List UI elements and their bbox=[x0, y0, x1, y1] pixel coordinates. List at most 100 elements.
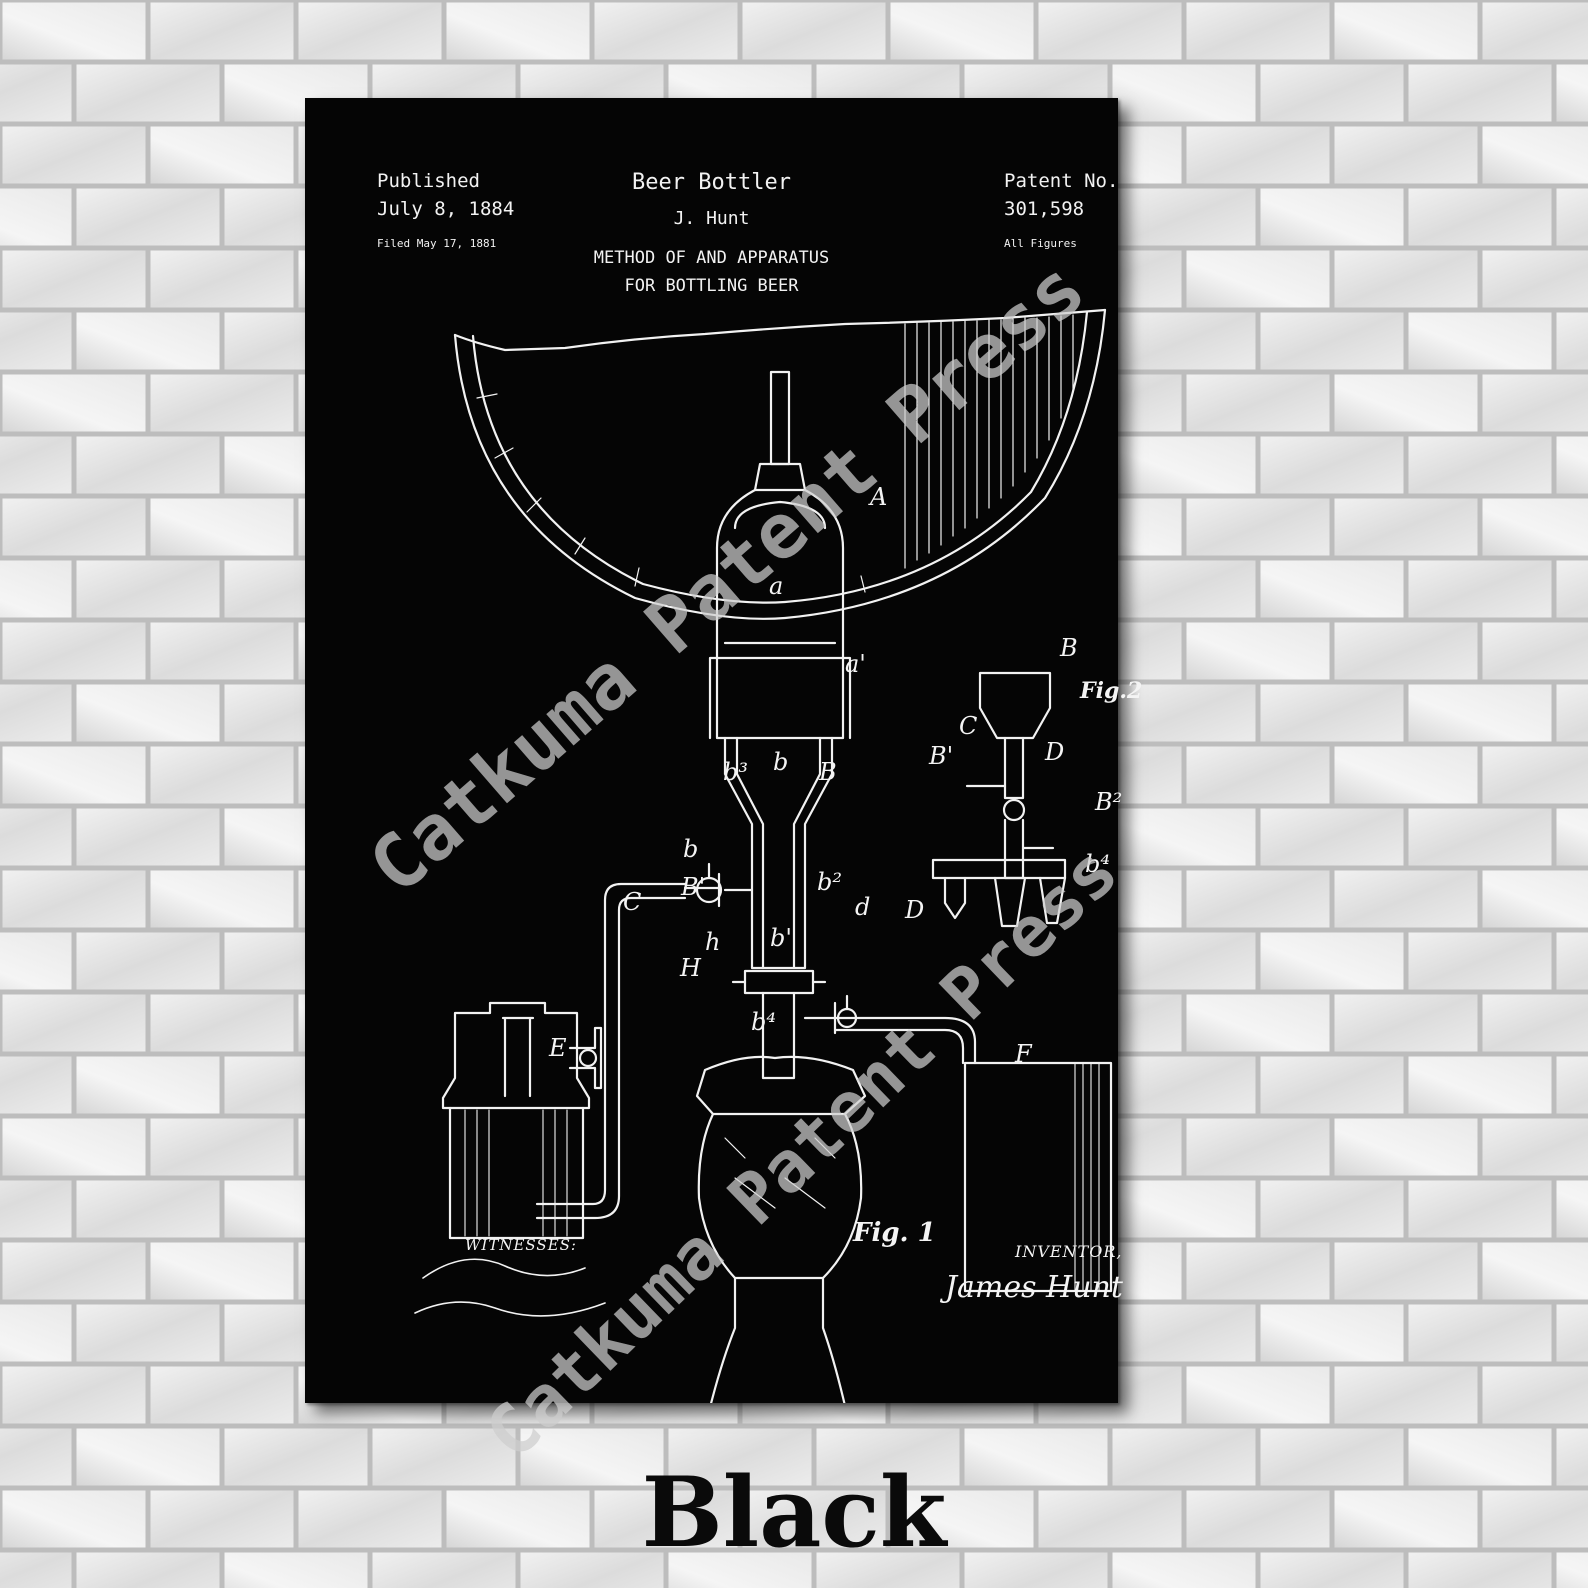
marble-brick bbox=[1186, 374, 1330, 432]
marble-brick bbox=[76, 808, 220, 866]
marble-brick bbox=[298, 2, 442, 60]
marble-brick bbox=[1112, 64, 1256, 122]
marble-brick bbox=[1334, 250, 1478, 308]
marble-brick bbox=[1334, 498, 1478, 556]
marble-brick bbox=[1260, 1304, 1404, 1362]
marble-brick bbox=[2, 1366, 146, 1424]
marble-brick bbox=[76, 1552, 220, 1588]
ref-label-fig2-C: C bbox=[959, 712, 978, 740]
marble-brick bbox=[2, 498, 146, 556]
ref-label-b2: b² bbox=[817, 868, 842, 896]
patent-subtitle: METHOD OF AND APPARATUS FOR BOTTLING BEE… bbox=[593, 248, 830, 296]
published-label: Published bbox=[377, 170, 480, 192]
marble-brick bbox=[1556, 312, 1588, 370]
marble-brick bbox=[76, 1428, 220, 1486]
patent-number-label: Patent No. bbox=[1004, 170, 1119, 192]
marble-brick bbox=[76, 684, 220, 742]
marble-brick bbox=[1408, 1180, 1552, 1238]
marble-brick bbox=[964, 1428, 1108, 1486]
marble-brick bbox=[2, 870, 146, 928]
marble-brick bbox=[1186, 126, 1330, 184]
figure-1-label: Fig. 1 bbox=[853, 1218, 936, 1248]
marble-brick bbox=[594, 2, 738, 60]
marble-brick bbox=[76, 560, 220, 618]
marble-brick bbox=[890, 1490, 1034, 1548]
marble-brick bbox=[1186, 622, 1330, 680]
marble-brick bbox=[2, 994, 146, 1052]
marble-brick bbox=[1112, 188, 1256, 246]
marble-brick bbox=[1408, 1056, 1552, 1114]
marble-brick bbox=[1334, 622, 1478, 680]
marble-brick bbox=[150, 870, 294, 928]
marble-brick bbox=[1408, 1552, 1552, 1588]
marble-brick bbox=[2, 622, 146, 680]
ref-label-b: b bbox=[773, 748, 789, 776]
patent-drawing bbox=[414, 308, 1113, 1403]
marble-brick bbox=[0, 188, 72, 246]
marble-brick bbox=[76, 932, 220, 990]
marble-brick bbox=[1482, 126, 1588, 184]
marble-brick bbox=[1260, 436, 1404, 494]
marble-brick bbox=[446, 2, 590, 60]
marble-brick bbox=[1112, 684, 1256, 742]
marble-brick bbox=[1260, 808, 1404, 866]
marble-brick bbox=[2, 1242, 146, 1300]
marble-brick bbox=[1482, 622, 1588, 680]
marble-brick bbox=[668, 1428, 812, 1486]
marble-brick bbox=[1112, 1552, 1256, 1588]
published-date: July 8, 1884 bbox=[377, 198, 515, 220]
marble-brick bbox=[0, 1304, 72, 1362]
marble-brick bbox=[2, 1490, 146, 1548]
ref-label-H: H bbox=[680, 954, 701, 982]
marble-brick bbox=[1186, 1490, 1330, 1548]
marble-brick bbox=[0, 1428, 72, 1486]
marble-brick bbox=[742, 1490, 886, 1548]
marble-brick bbox=[76, 1180, 220, 1238]
marble-brick bbox=[520, 1428, 664, 1486]
marble-brick bbox=[1112, 560, 1256, 618]
marble-brick bbox=[150, 746, 294, 804]
color-caption: Black bbox=[641, 1456, 947, 1569]
marble-brick bbox=[2, 126, 146, 184]
figure-2-label: Fig.2 bbox=[1080, 678, 1143, 704]
marble-brick bbox=[1556, 1180, 1588, 1238]
marble-brick bbox=[1186, 250, 1330, 308]
ref-label-b3: b³ bbox=[723, 758, 748, 786]
marble-brick bbox=[1556, 560, 1588, 618]
marble-brick bbox=[150, 1242, 294, 1300]
marble-brick bbox=[1260, 684, 1404, 742]
marble-brick bbox=[1186, 746, 1330, 804]
marble-brick bbox=[0, 684, 72, 742]
marble-brick bbox=[76, 436, 220, 494]
marble-brick bbox=[1112, 1056, 1256, 1114]
marble-brick bbox=[76, 312, 220, 370]
marble-brick bbox=[0, 932, 72, 990]
ref-label-C: C bbox=[623, 888, 642, 916]
marble-brick bbox=[1260, 932, 1404, 990]
marble-brick bbox=[0, 1180, 72, 1238]
marble-brick bbox=[1556, 1552, 1588, 1588]
marble-brick bbox=[0, 808, 72, 866]
marble-brick bbox=[1186, 1242, 1330, 1300]
marble-brick bbox=[1260, 1056, 1404, 1114]
ref-label-d: d bbox=[855, 893, 871, 921]
marble-brick bbox=[0, 1552, 72, 1588]
ref-label-fig2-b4: b⁴ bbox=[1085, 850, 1110, 878]
marble-brick bbox=[1334, 746, 1478, 804]
marble-brick bbox=[816, 1552, 960, 1588]
marble-brick bbox=[1334, 2, 1478, 60]
marble-brick bbox=[1260, 1180, 1404, 1238]
marble-brick bbox=[1186, 994, 1330, 1052]
marble-brick bbox=[150, 622, 294, 680]
marble-brick bbox=[1186, 1366, 1330, 1424]
marble-brick bbox=[76, 1056, 220, 1114]
marble-brick bbox=[1334, 1242, 1478, 1300]
marble-brick bbox=[1112, 436, 1256, 494]
marble-brick bbox=[1408, 560, 1552, 618]
marble-brick bbox=[1408, 1304, 1552, 1362]
marble-brick bbox=[150, 994, 294, 1052]
ref-label-h: h bbox=[705, 928, 721, 956]
marble-brick bbox=[1482, 498, 1588, 556]
marble-brick bbox=[1408, 684, 1552, 742]
marble-brick bbox=[1408, 808, 1552, 866]
